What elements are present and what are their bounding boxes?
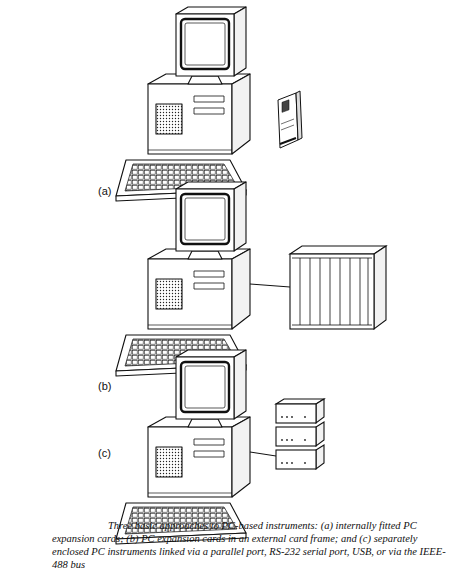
- figure-caption: Three basic approaches to PC-based instr…: [52, 519, 456, 571]
- pc-figure: [116, 350, 250, 544]
- instrument-stack-part-part: [281, 416, 283, 418]
- card-frame-part-part: [368, 258, 369, 325]
- expansion-card-part: [278, 93, 298, 148]
- instrument-stack-part-part: [304, 416, 306, 418]
- instrument-stack-part: [276, 450, 316, 469]
- card-frame-part-part: [310, 258, 311, 325]
- card-frame: [290, 246, 386, 329]
- card-frame-part: [290, 254, 374, 329]
- expansion-card: [278, 91, 302, 148]
- instrument-stack-part-part: [291, 416, 293, 418]
- card-frame-part-part: [360, 258, 361, 325]
- instrument-stack-part: [276, 404, 316, 423]
- expansion-card-part: [296, 91, 302, 140]
- expansion-card-part: [280, 138, 296, 144]
- figure-label: (b): [98, 380, 111, 392]
- instrument-stack-part-part: [281, 439, 283, 441]
- card-frame-part-part: [320, 258, 321, 325]
- instrument-stack-part-part: [291, 462, 293, 464]
- pc-figure: [116, 182, 250, 376]
- instrument-stack-part: [276, 427, 316, 446]
- expansion-card-part: [281, 125, 294, 130]
- card-frame-part-part: [350, 258, 351, 325]
- expansion-card-part: [281, 119, 294, 124]
- instrument-stack-part: [316, 422, 324, 446]
- instrument-stack-part: [316, 445, 324, 469]
- instrument-stack-part-part: [304, 462, 306, 464]
- instrument-stack-part-part: [281, 462, 283, 464]
- pc-figure: [116, 7, 250, 201]
- cable: [250, 452, 276, 456]
- cable: [250, 284, 290, 287]
- card-frame-part-part: [330, 258, 331, 325]
- card-frame-part: [292, 258, 372, 325]
- instrument-stack-part-part: [291, 439, 293, 441]
- instrument-stack-part-part: [286, 416, 288, 418]
- card-frame-part-part: [300, 258, 301, 325]
- expansion-card-part: [282, 100, 289, 113]
- figure-label: (c): [98, 447, 111, 459]
- card-frame-part-part: [292, 258, 372, 259]
- instrument-stack-part: [281, 416, 306, 464]
- instrument-stack-part-part: [286, 462, 288, 464]
- card-frame-part: [290, 246, 386, 254]
- card-frame-part-part: [340, 258, 341, 325]
- instrument-stack-part-part: [286, 439, 288, 441]
- instrument-stack-part-part: [304, 439, 306, 441]
- figure-label: (a): [98, 185, 111, 197]
- card-frame-part-part: [292, 325, 372, 326]
- instrument-stack-part: [316, 399, 324, 423]
- card-frame-part: [374, 246, 386, 329]
- instrument-stack: [276, 399, 324, 469]
